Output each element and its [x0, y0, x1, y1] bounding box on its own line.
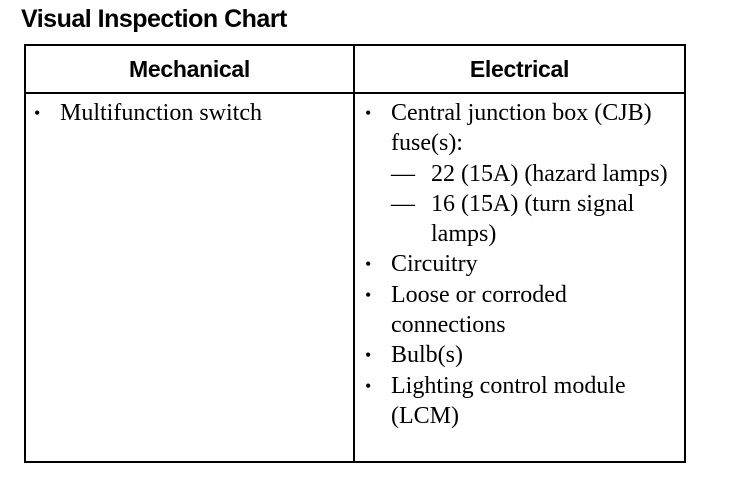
list-item: • Circuitry: [363, 249, 681, 279]
bullet-icon: •: [365, 103, 372, 123]
fuse-sublist: — 22 (15A) (hazard lamps) — 16 (15A) (tu…: [391, 159, 681, 250]
sublist-item-text: 22 (15A) (hazard lamps): [431, 160, 668, 187]
list-item-text: Loose or corroded connections: [391, 281, 567, 339]
electrical-column-header: Electrical: [469, 56, 570, 82]
sublist-item-text: 16 (15A) (turn signal lamps): [431, 190, 635, 248]
mechanical-column-header: Mechanical: [129, 56, 250, 82]
mechanical-list: • Multifunction switch: [32, 98, 347, 128]
bullet-icon: •: [365, 254, 372, 275]
list-item-text: Multifunction switch: [60, 100, 262, 126]
column-divider: [353, 46, 355, 461]
list-item-text: Lighting control module (LCM): [391, 372, 626, 429]
bullet-icon: •: [365, 375, 372, 396]
list-item: • Loose or corroded connections: [363, 280, 681, 341]
bullet-icon: •: [365, 284, 372, 305]
bullet-icon: •: [365, 345, 372, 366]
page-title: Visual Inspection Chart: [21, 5, 287, 33]
list-item-text: Bulb(s): [391, 342, 463, 369]
list-item-text: Circuitry: [391, 251, 478, 278]
list-item: • Lighting control module (LCM): [363, 371, 681, 432]
sublist-item: — 16 (15A) (turn signal lamps): [363, 189, 681, 250]
bullet-icon: •: [34, 103, 41, 123]
list-item-text: Central junction box (CJB) fuse(s):: [391, 100, 652, 157]
list-item: • Central junction box (CJB) fuse(s): — …: [363, 98, 681, 249]
electrical-list: • Central junction box (CJB) fuse(s): — …: [363, 98, 681, 431]
list-item: • Multifunction switch: [32, 98, 347, 128]
inspection-table: Mechanical Electrical • Multifunction sw…: [24, 44, 686, 463]
mechanical-column: • Multifunction switch: [32, 98, 347, 128]
dash-icon: —: [391, 160, 415, 187]
electrical-column: • Central junction box (CJB) fuse(s): — …: [363, 98, 681, 431]
table-header-row: Mechanical Electrical: [26, 46, 684, 94]
dash-icon: —: [391, 190, 415, 217]
sublist-item: — 22 (15A) (hazard lamps): [363, 159, 681, 189]
list-item: • Bulb(s): [363, 340, 681, 370]
